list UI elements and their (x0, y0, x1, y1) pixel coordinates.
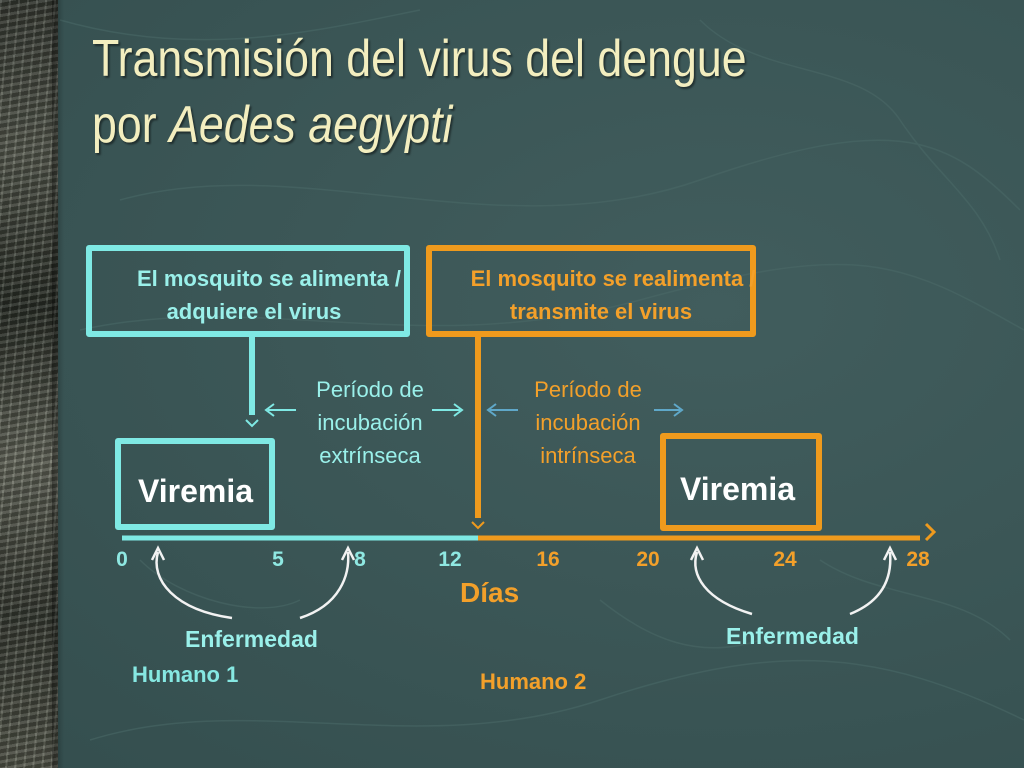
mosquito-feeds-label: El mosquito se alimenta / adquiere el vi… (104, 262, 434, 328)
illness-arrow-end-human2 (849, 551, 892, 616)
slide-title: Transmisión del virus del dengue por Aed… (92, 26, 866, 158)
illness-arrowhead-start-human1 (150, 545, 166, 561)
title-line-2: por Aedes aegypti (92, 92, 866, 158)
intrinsic-incubation-label: Período de incubación intrínseca (508, 373, 668, 472)
mosquito-feeds-line-2: adquiere el virus (166, 299, 342, 324)
illness-arrowhead-end-human1 (340, 545, 356, 561)
extrinsic-arrowhead-right (453, 403, 464, 417)
human2-label: Humano 2 (480, 669, 587, 694)
title-prefix: por (92, 96, 170, 154)
axis-label-days: Días (460, 577, 520, 608)
extrinsic-line-1: Período de (316, 377, 424, 402)
viremia-box-human1 (115, 438, 275, 530)
viremia-box-human2 (660, 433, 822, 531)
mosquito-refeeds-line-1: El mosquito se realimenta / (470, 266, 756, 291)
illness-arrow-start-human1 (155, 551, 233, 620)
tick-label: 8 (354, 548, 366, 571)
illness-label-human1: Enfermedad (185, 626, 318, 652)
viremia-label-human2: Viremia (680, 471, 796, 507)
tick-label: 16 (536, 548, 560, 571)
illness-label-human2: Enfermedad (726, 623, 859, 649)
intrinsic-line-1: Período de (534, 377, 642, 402)
feeds-arrowhead (245, 419, 259, 428)
illness-arrowhead-end-human2 (882, 545, 898, 561)
intrinsic-arrowhead-left (486, 403, 497, 417)
title-line-1: Transmisión del virus del dengue (92, 30, 747, 88)
mosquito-refeeds-label: El mosquito se realimenta / transmite el… (438, 262, 788, 328)
tick-label: 24 (773, 548, 797, 571)
extrinsic-line-3: extrínseca (319, 443, 421, 468)
extrinsic-incubation-label: Período de incubación extrínseca (290, 373, 450, 472)
intrinsic-line-2: incubación (535, 410, 641, 435)
tick-label: 28 (906, 548, 930, 571)
intrinsic-arrowhead-right (673, 403, 684, 417)
intrinsic-line-3: intrínseca (540, 443, 636, 468)
extrinsic-arrowhead-left (264, 403, 275, 417)
tick-label: 12 (438, 548, 462, 571)
mosquito-feeds-line-1: El mosquito se alimenta / (136, 266, 402, 291)
illness-arrow-end-human1 (299, 551, 350, 620)
rock-texture-strip (0, 0, 64, 768)
tick-label: 20 (636, 548, 660, 571)
timeline-arrowhead (924, 522, 937, 542)
viremia-label-human1: Viremia (138, 473, 254, 509)
illness-arrow-start-human2 (694, 551, 753, 616)
refeeds-arrowhead (471, 521, 485, 530)
mosquito-refeeds-line-2: transmite el virus (509, 299, 693, 324)
human1-label: Humano 1 (132, 662, 239, 687)
mosquito-feeds-box (86, 245, 410, 337)
illness-arrowhead-start-human2 (689, 545, 705, 561)
mosquito-refeeds-box (426, 245, 756, 337)
tick-label: 5 (272, 548, 284, 571)
extrinsic-line-2: incubación (317, 410, 423, 435)
title-species: Aedes aegypti (169, 96, 453, 154)
tick-label: 0 (116, 548, 128, 571)
